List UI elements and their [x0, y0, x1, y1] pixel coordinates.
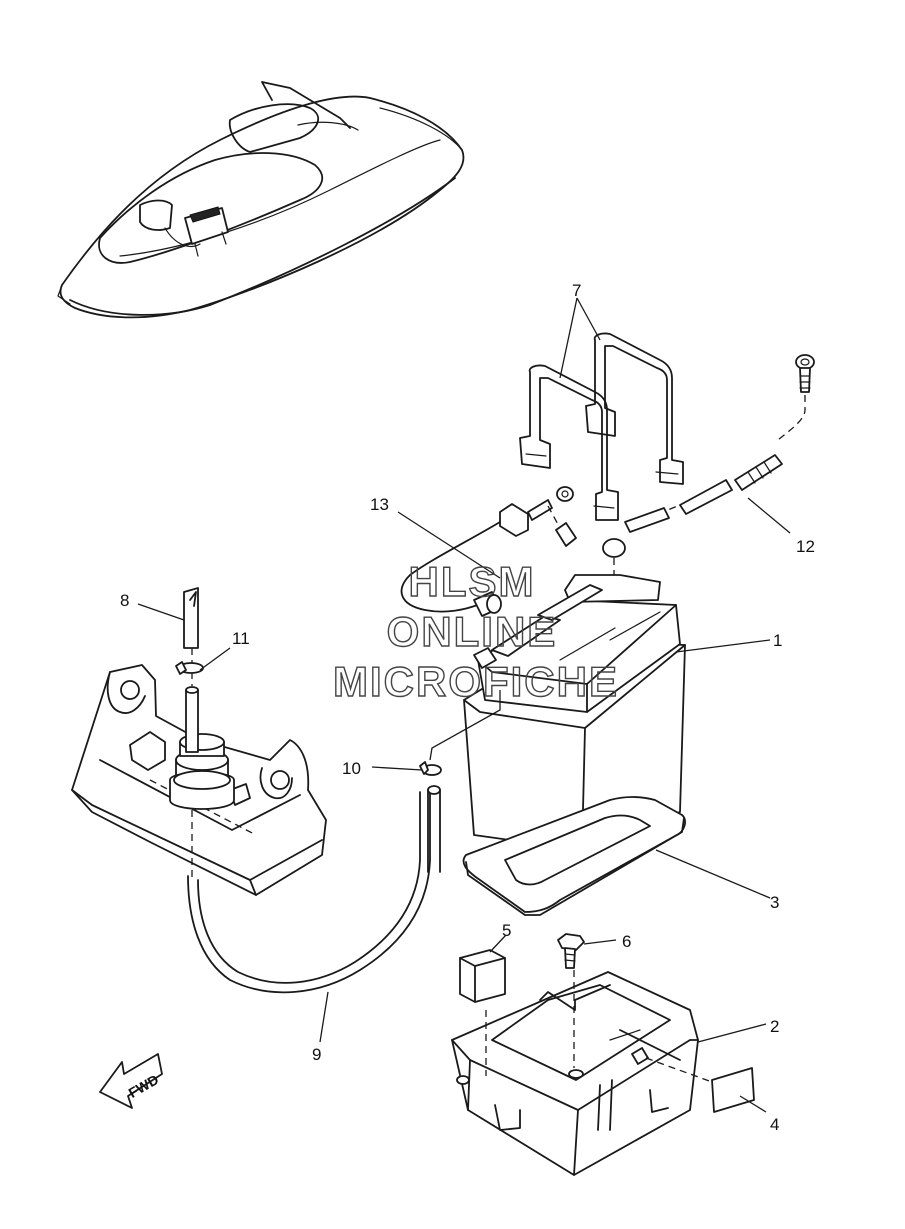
callout-labels: 1 2 3 4 5 6 7 8 9 10 11 12 13 [120, 281, 815, 1134]
positive-battery-lead [602, 354, 815, 580]
negative-battery-lead [400, 486, 577, 617]
callout-4: 4 [770, 1115, 779, 1134]
callout-9: 9 [312, 1045, 321, 1064]
watermark-line-2: ONLINE [387, 608, 558, 655]
callout-1: 1 [773, 631, 782, 650]
watercraft-overview [57, 81, 465, 319]
callout-7: 7 [572, 281, 581, 300]
battery-band-pair [519, 332, 684, 521]
battery-box-pad [711, 1067, 755, 1113]
breather-grommet [169, 600, 235, 880]
bolt-part [557, 933, 585, 969]
watermark-line-1: HLSM [409, 558, 536, 605]
battery-box [451, 970, 713, 1176]
pipe-clamp [175, 661, 204, 675]
cap-part [459, 949, 506, 1003]
watermark-line-3: MICROFICHE [333, 658, 619, 705]
callout-8: 8 [120, 591, 129, 610]
callout-5: 5 [502, 921, 511, 940]
battery-location-icon [184, 206, 229, 257]
breather-pipe-end [183, 587, 199, 649]
callout-10: 10 [342, 759, 361, 778]
fwd-arrow-icon: FWD [99, 1053, 163, 1109]
callout-12: 12 [796, 537, 815, 556]
callout-11: 11 [232, 629, 250, 648]
leader-lines [137, 297, 791, 1113]
callout-13: 13 [370, 495, 389, 514]
callout-6: 6 [622, 932, 631, 951]
breather-hose [187, 785, 441, 994]
callout-3: 3 [770, 893, 779, 912]
watermark: HLSM ONLINE MICROFICHE [332, 557, 619, 705]
battery-pad [462, 796, 686, 916]
callout-2: 2 [770, 1017, 779, 1036]
hose-clip [419, 761, 442, 776]
